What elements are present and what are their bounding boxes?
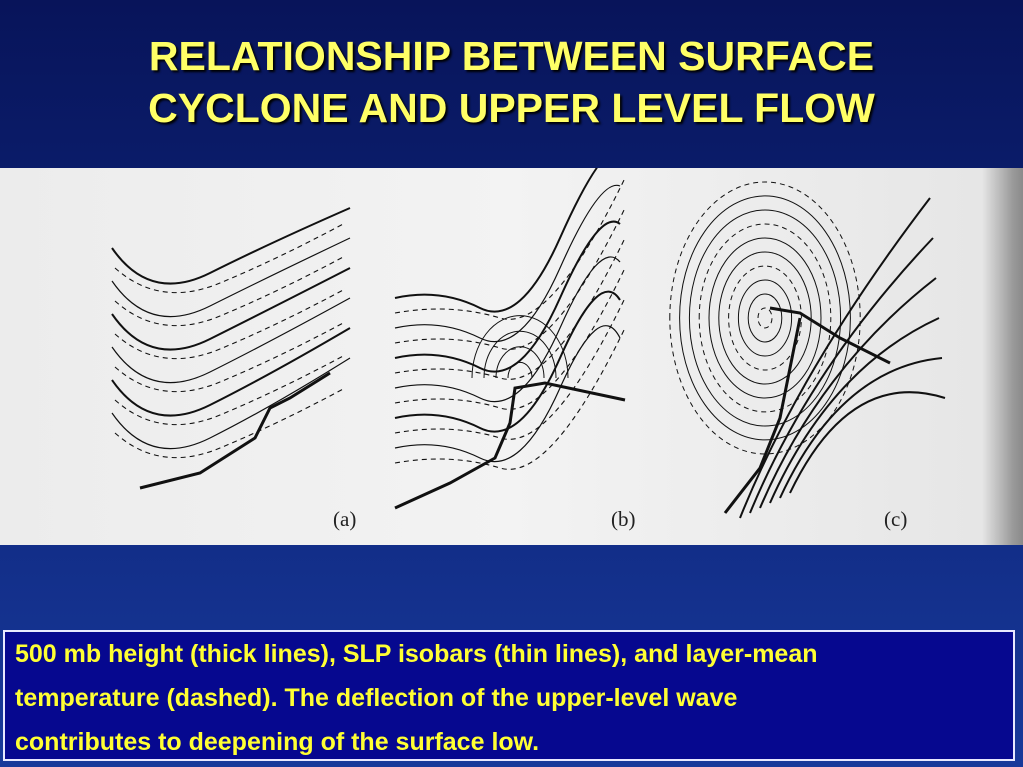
cyclone-flow-figure: (a) (b) (c) [0,168,1023,545]
isobar [495,346,545,379]
height-contour [779,357,943,499]
height-contour [749,237,934,514]
surface-front [394,381,626,510]
isobar [483,330,557,379]
isobar [747,293,783,343]
height-contour [394,325,621,463]
temperature-contour [394,177,626,320]
height-contour [789,391,946,494]
height-contour [769,317,940,504]
title-line-1: RELATIONSHIP BETWEEN SURFACE [148,33,875,79]
isobar [669,181,861,455]
temperature-contour [114,255,346,327]
temperature-contour [114,288,346,360]
figure-drawing: (a) (b) (c) [111,168,946,531]
isobar [507,361,533,379]
caption-line-3: contributes to deepening of the surface … [15,728,540,756]
height-contour [394,256,621,403]
slide-title: RELATIONSHIP BETWEEN SURFACE CYCLONE AND… [0,30,1023,134]
title-line-2: CYCLONE AND UPPER LEVEL FLOW [148,85,875,131]
temperature-contour [394,297,626,440]
height-contour [111,297,351,384]
surface-front [723,317,802,514]
height-contour [739,197,931,519]
temperature-contour [114,321,346,393]
temperature-contour [394,327,626,470]
panel-label-b: (b) [611,507,636,531]
isobar [688,209,842,427]
height-contour [394,220,621,373]
isobar [728,265,802,371]
temperature-contour [394,237,626,380]
height-contour [759,277,937,509]
height-contour [394,184,621,343]
temperature-contour [394,267,626,410]
isobar [698,223,832,413]
caption-line-1: 500 mb height (thick lines), SLP isobars… [15,640,818,668]
temperature-contour [114,387,346,459]
height-contour [111,237,351,318]
isobar [757,307,773,329]
caption-line-2: temperature (dashed). The deflection of … [15,684,738,712]
panel-label-c: (c) [884,507,907,531]
height-contour [394,290,621,433]
caption-box: 500 mb height (thick lines), SLP isobars… [3,630,1015,761]
temperature-contour [114,222,346,294]
panel-label-a: (a) [333,507,356,531]
isobar [471,315,569,379]
height-contour [111,207,351,285]
height-contour [111,267,351,351]
isobar [708,237,822,399]
height-contour [111,327,351,417]
isobar [737,279,793,357]
isobar [718,251,812,385]
isobar [679,195,851,441]
surface-front [139,371,331,490]
surface-front [769,306,891,365]
height-contour [111,357,351,450]
temperature-contour [394,207,626,350]
temperature-contour [114,354,346,426]
height-contour [394,168,598,313]
